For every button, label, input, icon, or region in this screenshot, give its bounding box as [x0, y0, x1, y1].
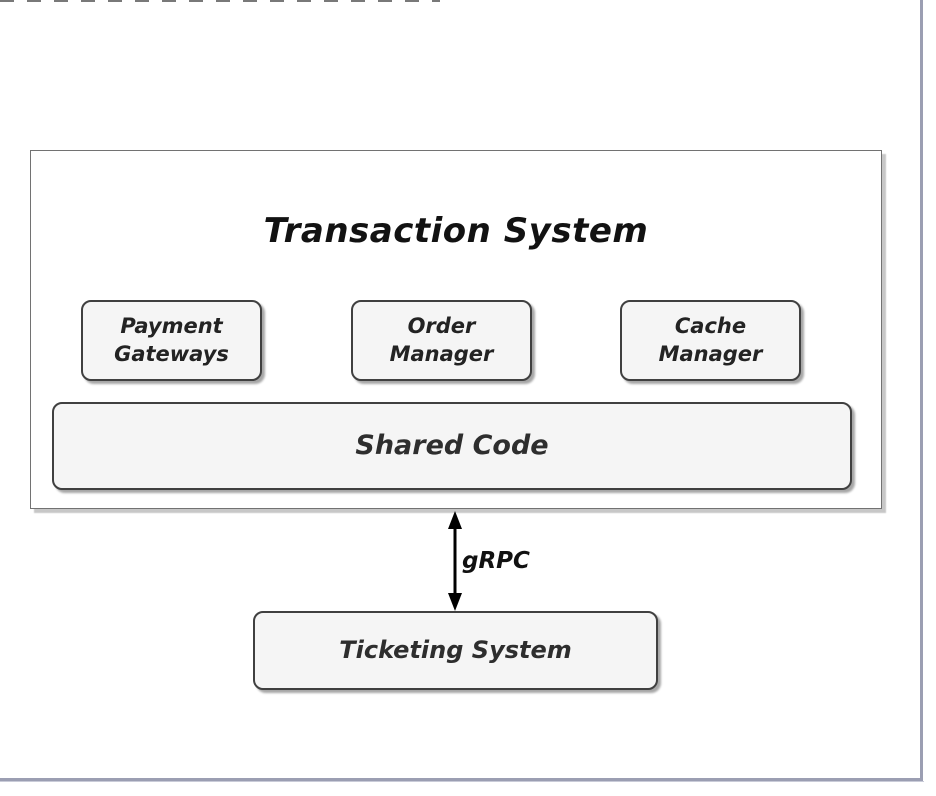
cache-manager-label: Cache Manager	[658, 314, 763, 366]
payment-gateways-label: Payment Gateways	[114, 314, 229, 366]
node-order-manager[interactable]: Order Manager	[351, 300, 532, 381]
grpc-edge-label: gRPC	[462, 548, 530, 574]
node-shared-code[interactable]: Shared Code	[52, 402, 852, 490]
top-edge-dashed-line	[0, 0, 440, 2]
transaction-system-title: Transaction System	[263, 211, 649, 251]
node-cache-manager[interactable]: Cache Manager	[620, 300, 801, 381]
grpc-connector-arrow[interactable]	[441, 511, 469, 611]
arrowhead-up-icon	[448, 511, 462, 529]
arrowhead-down-icon	[448, 593, 462, 611]
order-manager-label: Order Manager	[389, 314, 494, 366]
node-ticketing-system[interactable]: Ticketing System	[253, 611, 658, 690]
node-payment-gateways[interactable]: Payment Gateways	[81, 300, 262, 381]
ticketing-system-label: Ticketing System	[339, 635, 572, 664]
shared-code-label: Shared Code	[355, 430, 549, 462]
